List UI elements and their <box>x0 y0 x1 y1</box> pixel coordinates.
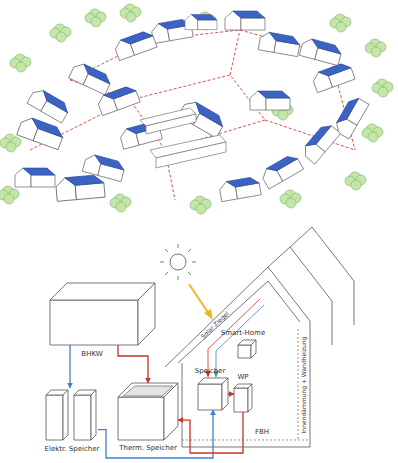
flow-connector <box>98 410 213 458</box>
heat-pump: WP <box>234 384 252 412</box>
long-buildings <box>140 108 226 168</box>
house <box>113 29 157 61</box>
outline-stroke <box>46 395 63 440</box>
house <box>300 121 340 164</box>
sun <box>160 244 196 280</box>
tree <box>345 172 366 190</box>
tree <box>110 194 131 212</box>
long-building <box>146 114 196 134</box>
houses <box>15 11 369 202</box>
house <box>55 174 105 201</box>
thermal-storage: Therm. Speicher <box>118 383 178 440</box>
outline-stroke <box>178 281 300 363</box>
trees <box>0 4 393 214</box>
outline-stroke <box>123 386 173 396</box>
outline-stroke <box>268 247 332 345</box>
floor-heating-label: FBH <box>255 429 269 436</box>
outline-stroke <box>182 363 183 447</box>
flow-connector <box>118 345 148 383</box>
outline-stroke <box>222 378 228 410</box>
outline-stroke <box>138 283 155 345</box>
flow-connector <box>69 345 70 388</box>
tree <box>85 9 106 27</box>
house <box>299 37 343 66</box>
flow-connector <box>228 393 234 394</box>
long-building <box>156 142 226 168</box>
tree <box>280 190 301 208</box>
outline-stroke <box>290 227 354 325</box>
node-label: Therm. Speicher <box>119 445 177 452</box>
house <box>69 61 113 95</box>
outline-stroke <box>91 390 96 440</box>
house <box>15 168 55 187</box>
node-label: BHKW <box>81 351 102 358</box>
node-outline <box>160 225 360 450</box>
outline-stroke <box>118 397 164 440</box>
tree <box>372 79 393 97</box>
node-label: Smart-Home <box>221 330 265 337</box>
outline-stroke <box>63 390 68 440</box>
tree <box>0 186 19 204</box>
outline-stroke <box>74 395 91 440</box>
tree <box>120 4 141 22</box>
outline-stroke <box>50 300 138 345</box>
house <box>311 61 355 93</box>
tree <box>365 39 386 57</box>
house <box>250 91 290 110</box>
tree <box>190 196 211 214</box>
node-outline <box>46 388 98 440</box>
node-outline <box>198 378 228 410</box>
outline-stroke <box>165 267 310 367</box>
node-outline <box>50 283 155 345</box>
house <box>17 115 65 150</box>
house <box>27 87 71 123</box>
house <box>225 11 265 30</box>
outline-stroke <box>251 340 256 358</box>
node-label: Elektr. Speicher <box>45 446 100 453</box>
house <box>96 84 140 116</box>
house-outline: Solar ZiegelInnendämmung + WandheizungSm… <box>160 225 360 450</box>
smart-home-cube: Smart-Home <box>238 340 256 358</box>
chp-unit: BHKW <box>50 283 155 345</box>
outline-stroke <box>182 440 310 441</box>
house <box>219 176 262 202</box>
battery-storage: Elektr. Speicher <box>46 388 98 440</box>
outline-stroke <box>310 321 311 447</box>
tree <box>362 124 383 142</box>
tree <box>10 54 31 72</box>
sunlight-arrow <box>189 284 213 320</box>
node-outline <box>234 384 252 412</box>
outline-stroke <box>238 345 251 358</box>
street-network <box>30 30 355 200</box>
storage-unit: Speicher <box>198 378 228 410</box>
node-outline <box>238 340 256 358</box>
node-label: Innendämmung + Wandheizung <box>301 337 307 434</box>
tree <box>0 134 21 152</box>
flow-connector <box>178 412 243 453</box>
outline-stroke <box>298 329 299 440</box>
outline-stroke <box>50 283 155 300</box>
tree <box>330 14 351 32</box>
node-label: WP <box>237 374 248 381</box>
house <box>185 14 217 29</box>
tree <box>50 24 71 42</box>
node-outline <box>118 383 178 440</box>
outline-stroke <box>182 447 310 448</box>
node-label: Speicher <box>195 368 226 375</box>
outline-stroke <box>248 384 252 412</box>
house <box>258 31 301 57</box>
outline-stroke <box>234 388 248 412</box>
outline-stroke <box>198 384 222 410</box>
house <box>260 153 304 189</box>
